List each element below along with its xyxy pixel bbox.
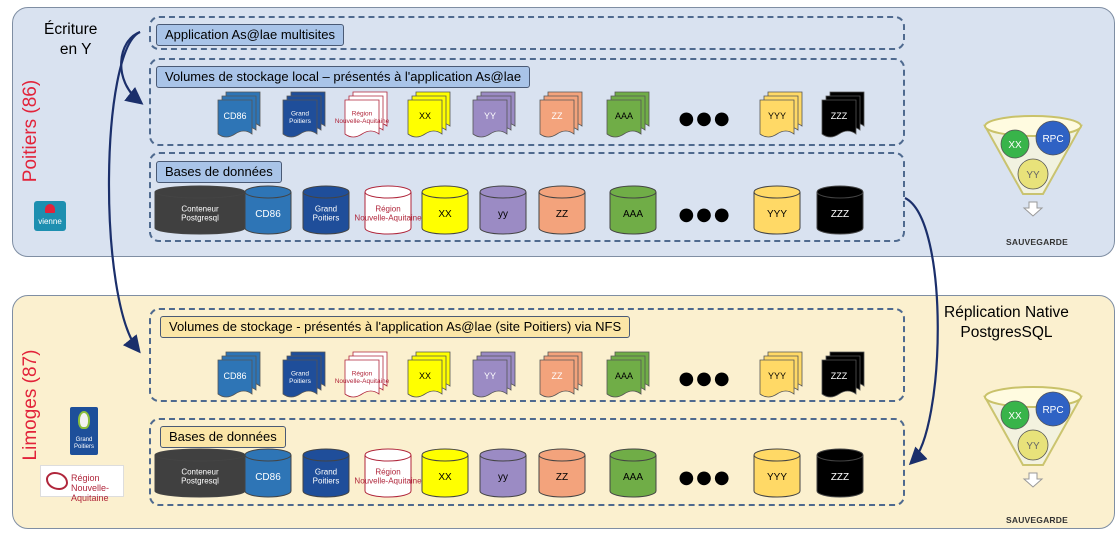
write-note-line2: en Y (59, 41, 92, 58)
nouvelle-aquitaine-logo: Région Nouvelle-Aquitaine (40, 465, 124, 503)
poitiers-db-box (149, 152, 905, 242)
heart-icon (45, 204, 55, 213)
write-note-line1: Écriture (44, 21, 98, 38)
app-box (149, 16, 905, 50)
site-title-limoges: Limoges (87) (20, 349, 41, 461)
lion-icon (46, 472, 68, 490)
poitiers-volumes-box (149, 58, 905, 146)
write-note: Écriture en Y (44, 20, 97, 60)
replication-note: Réplication Native PostgresSQL (944, 303, 1069, 343)
app-label: Application As@lae multisites (156, 24, 344, 46)
poitiers-backup-label: SAUVEGARDE (1006, 237, 1068, 247)
limoges-backup-label: SAUVEGARDE (1006, 515, 1068, 525)
site-title-poitiers: Poitiers (86) (20, 79, 41, 183)
nouvelle-aquitaine-logo-text: Région Nouvelle-Aquitaine (71, 473, 110, 503)
poitiers-db-label: Bases de données (156, 161, 282, 183)
replication-note-line1: Réplication Native (944, 304, 1069, 321)
replication-note-line2: PostgresSQL (960, 324, 1053, 341)
limoges-db-box (149, 418, 905, 506)
poitiers-volumes-label: Volumes de stockage local – présentés à … (156, 66, 531, 88)
vienne-logo-text: vienne (38, 217, 62, 226)
leaf-icon (78, 411, 90, 429)
limoges-volumes-box (149, 308, 905, 402)
limoges-volumes-label: Volumes de stockage - présentés à l'appl… (160, 316, 631, 338)
grand-poitiers-logo: Grand Poitiers (70, 407, 98, 455)
grand-poitiers-logo-text: Grand Poitiers (73, 437, 94, 450)
vienne-logo: vienne (34, 201, 66, 231)
limoges-db-label: Bases de données (160, 426, 286, 448)
